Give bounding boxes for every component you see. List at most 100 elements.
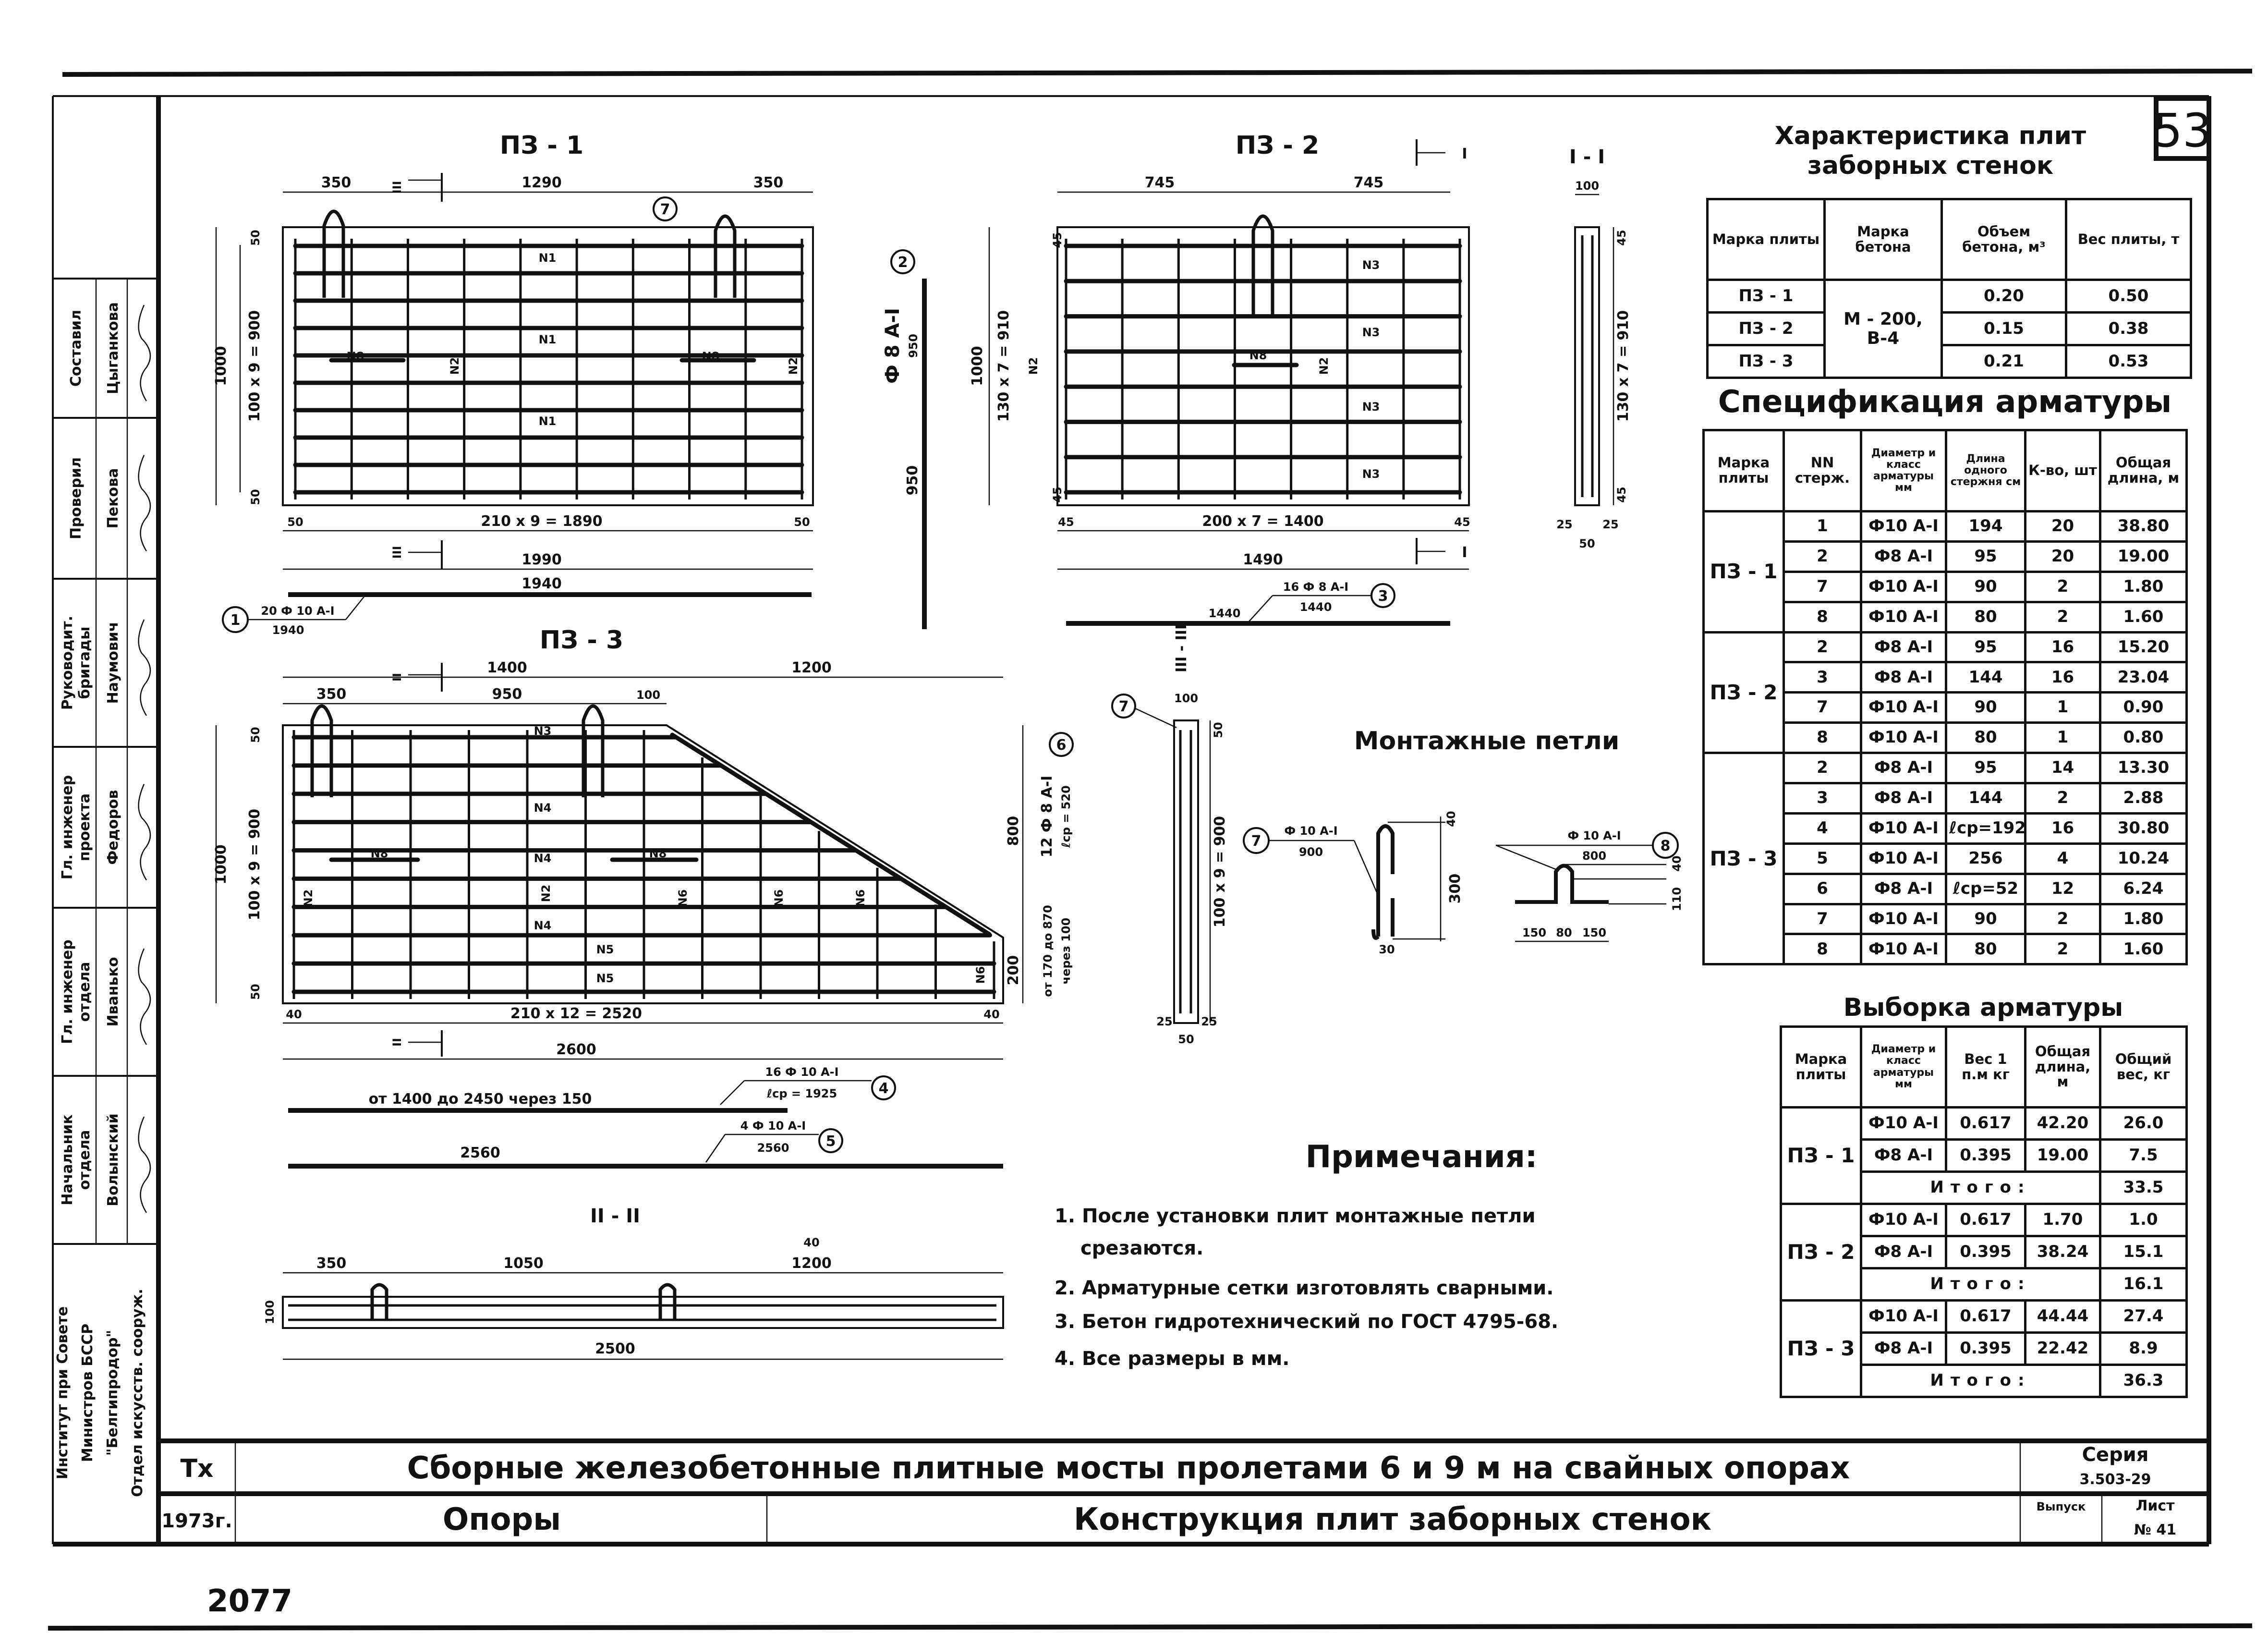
organization-line: Институт при Совете bbox=[54, 1306, 71, 1479]
pz1-section-mark: III bbox=[390, 181, 404, 194]
table-cell: 95 bbox=[1945, 631, 2026, 664]
pz3-width: 2600 bbox=[556, 1041, 596, 1058]
column-header: Марка плиты bbox=[1706, 198, 1826, 281]
pz3-bar5-length-top: 2560 bbox=[460, 1145, 500, 1161]
section-name: Опоры bbox=[443, 1502, 561, 1537]
signature bbox=[138, 305, 151, 402]
section1-edge-bottom: 45 bbox=[1615, 487, 1628, 502]
section2-dim-c: 1200 bbox=[791, 1255, 832, 1272]
pz3-dim-1400: 1400 bbox=[487, 659, 527, 676]
pz2-label-n3: N3 bbox=[1362, 326, 1380, 339]
pz3-label-n4: N4 bbox=[534, 801, 552, 815]
pz1-dim-right: 350 bbox=[753, 174, 784, 191]
sheet-number-list: № 41 bbox=[2134, 1522, 2176, 1538]
column-header: Общая длина, м bbox=[2024, 1025, 2101, 1109]
table-cell: 80 bbox=[1945, 600, 2026, 634]
column-header: Марка плиты bbox=[1702, 429, 1785, 512]
table-cell: 7 bbox=[1783, 691, 1862, 724]
table-cell: 90 bbox=[1945, 902, 2026, 936]
table-cell: 3 bbox=[1783, 782, 1862, 815]
pz1-loop-position: 7 bbox=[660, 201, 670, 218]
table-cell: 2 bbox=[2024, 902, 2101, 936]
table-cell: 80 bbox=[1945, 721, 2026, 755]
issue-label: Выпуск bbox=[2037, 1500, 2086, 1513]
table-cell: 1.60 bbox=[2099, 933, 2188, 966]
organization-line: "Белгипродор" bbox=[104, 1330, 121, 1456]
pz3-label-n8: N8 bbox=[649, 847, 667, 860]
loop8-height: 110 bbox=[1670, 887, 1684, 911]
loop8-right: 150 bbox=[1582, 926, 1606, 939]
pz3-spacing: 100 x 9 = 900 bbox=[246, 809, 263, 920]
table-cell: 27.4 bbox=[2099, 1299, 2188, 1334]
pz1-spacing: 100 x 9 = 900 bbox=[246, 310, 263, 422]
pz3-dim-950: 950 bbox=[492, 686, 522, 703]
pz2-dim-left: 745 bbox=[1145, 174, 1175, 191]
table-cell: Ф10 А-I bbox=[1860, 812, 1947, 845]
plate-pz1-drawing: ПЗ - 1 350 1290 350 1000 100 x 9 = 900 5… bbox=[213, 131, 927, 637]
column-header: NN стерж. bbox=[1783, 429, 1862, 512]
pz3-label-n6: N6 bbox=[772, 890, 786, 907]
total-row: Итого:33.5 bbox=[1781, 1170, 2188, 1205]
pz2-edge-top: 45 bbox=[1051, 232, 1064, 248]
pz3-bar6-spec: 12 Ф 8 А-I bbox=[1039, 776, 1055, 858]
table-cell: 0.395 bbox=[1945, 1331, 2026, 1366]
characteristics-subtitle: заборных стенок bbox=[1807, 151, 2053, 180]
concrete-volume: 0.15 bbox=[1941, 311, 2067, 346]
section1-spacing: 130 x 7 = 910 bbox=[1615, 310, 1632, 422]
stamp-role: Руководит.бригады bbox=[59, 616, 93, 710]
pz3-bar4-spec: 16 Ф 10 А-I bbox=[765, 1065, 838, 1079]
table-cell: Ф8 А-I bbox=[1860, 1138, 1947, 1173]
table-cell: Ф8 А-I bbox=[1860, 661, 1947, 694]
section1-cover-right: 25 bbox=[1602, 518, 1618, 531]
pz1-edge-bottom: 50 bbox=[249, 489, 262, 505]
project-title: Сборные железобетонные плитные мосты про… bbox=[407, 1450, 1850, 1486]
pz3-bar5-spec: 4 Ф 10 А-I bbox=[740, 1119, 806, 1133]
table-cell: Ф10 А-I bbox=[1860, 600, 1947, 634]
table-cell: 8 bbox=[1783, 721, 1862, 755]
plate-mark: ПЗ - 1 bbox=[1706, 279, 1826, 314]
total-weight: 16.1 bbox=[2099, 1267, 2188, 1302]
lifting-loops-detail: Монтажные петли 7 Ф 10 А-I 900 40 300 30… bbox=[1243, 727, 1684, 956]
table-cell: 0.90 bbox=[2099, 691, 2188, 724]
table-cell: Ф10 А-I bbox=[1860, 933, 1947, 966]
characteristics-title: Характеристика плит bbox=[1775, 122, 2086, 150]
total-weight: 36.3 bbox=[2099, 1364, 2188, 1398]
table-cell: 13.30 bbox=[2099, 752, 2188, 785]
table-cell: 1.0 bbox=[2099, 1203, 2188, 1237]
section3-edge-top: 50 bbox=[1212, 722, 1225, 738]
sheet-frame bbox=[48, 69, 2253, 1631]
pz3-height: 1000 bbox=[213, 844, 230, 885]
table-cell: 16 bbox=[2024, 631, 2101, 664]
table-cell: 6.24 bbox=[2099, 872, 2188, 905]
pz3-bar5-position: 5 bbox=[826, 1133, 836, 1150]
pz2-bar3-position: 3 bbox=[1378, 588, 1388, 605]
pz2-edge-left: 45 bbox=[1058, 515, 1074, 529]
signature bbox=[138, 948, 151, 1045]
section1-cover-left: 25 bbox=[1556, 518, 1572, 531]
table-cell: 19.00 bbox=[2024, 1138, 2101, 1173]
table-cell: 4 bbox=[1783, 812, 1862, 845]
table-cell: 2 bbox=[1783, 752, 1862, 785]
table-cell: 19.00 bbox=[2099, 540, 2188, 573]
table-cell: 2 bbox=[2024, 933, 2101, 966]
table-cell: 6 bbox=[1783, 872, 1862, 905]
loop7-spec: Ф 10 А-I bbox=[1284, 824, 1337, 838]
loop7-top: 40 bbox=[1444, 811, 1458, 827]
section3-loop-position: 7 bbox=[1119, 698, 1129, 715]
pz3-label-n3: N3 bbox=[534, 724, 552, 738]
column-header: Марка плиты bbox=[1780, 1025, 1862, 1109]
column-header: Общий вес, кг bbox=[2099, 1025, 2188, 1109]
pz1-dim-mid: 1290 bbox=[522, 174, 562, 191]
pz3-edge-bottom: 50 bbox=[249, 984, 262, 999]
pz1-label-n1: N1 bbox=[539, 333, 557, 346]
lifting-loop bbox=[582, 704, 605, 797]
table-cell: 38.24 bbox=[2024, 1235, 2101, 1269]
pz3-grid-dim: 210 x 12 = 2520 bbox=[510, 1005, 642, 1022]
